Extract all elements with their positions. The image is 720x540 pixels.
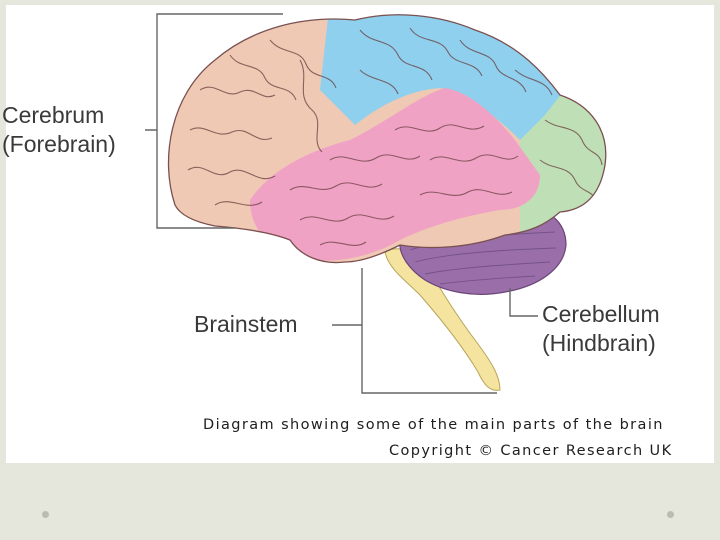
- brainstem-pointer: [332, 268, 497, 394]
- slide-bullet-left: [42, 511, 49, 518]
- cerebellum-label-line2: (Hindbrain): [542, 330, 656, 356]
- temporal-lobe: [250, 88, 540, 261]
- caption-line1: Diagram showing some of the main parts o…: [203, 417, 664, 433]
- cerebrum-label-line2: (Forebrain): [2, 131, 116, 157]
- cerebellum-label: Cerebellum (Hindbrain): [542, 300, 660, 358]
- cerebellum-label-line1: Cerebellum: [542, 301, 660, 327]
- caption-line2: Copyright © Cancer Research UK: [389, 443, 673, 459]
- cerebrum-label: Cerebrum (Forebrain): [2, 101, 116, 159]
- slide-bullet-right: [667, 511, 674, 518]
- cerebellum-pointer: [509, 288, 538, 317]
- brainstem-label: Brainstem: [194, 311, 298, 337]
- cerebrum-label-line1: Cerebrum: [2, 102, 105, 128]
- cerebrum-bracket: [145, 13, 283, 229]
